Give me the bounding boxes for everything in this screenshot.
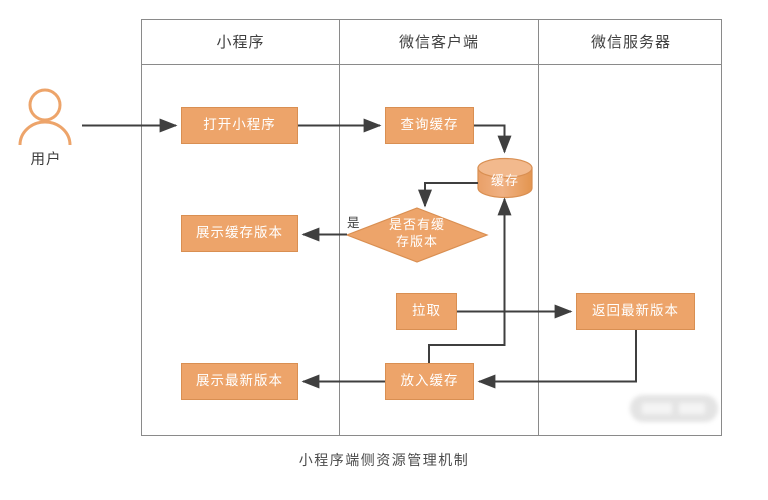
edge-label-yes: 是: [347, 215, 361, 230]
edge-putcache-to-cache: [428, 197, 512, 363]
watermark-block-a: [642, 403, 672, 414]
edge-return-to-putcache: [477, 330, 637, 389]
lane-header-miniprogram: 小程序: [216, 33, 265, 51]
edge-query-to-cache: [474, 124, 512, 154]
node-pull[interactable]: 拉取: [396, 293, 457, 330]
swimlane-table: 小程序 微信客户端 微信服务器: [141, 19, 722, 436]
node-show-latest-version[interactable]: 展示最新版本: [181, 363, 298, 400]
cache-datastore-shape: [477, 157, 533, 199]
decision-has-cached-version-shape: [345, 207, 489, 263]
diagram-caption: 小程序端侧资源管理机制: [298, 453, 470, 469]
node-show-cached-version[interactable]: 展示缓存版本: [181, 215, 298, 252]
lane-divider-1: [339, 20, 340, 435]
user-icon: [18, 88, 72, 146]
lane-header-wechat-client: 微信客户端: [398, 33, 479, 51]
node-open-miniprogram[interactable]: 打开小程序: [181, 107, 298, 144]
watermark-block-b: [679, 403, 705, 414]
edge-cache-to-decision: [418, 182, 478, 208]
lane-divider-2: [538, 20, 539, 435]
lane-header-rule: [142, 64, 721, 65]
node-query-cache[interactable]: 查询缓存: [385, 107, 474, 144]
lane-header-wechat-server: 微信服务器: [590, 33, 671, 51]
node-return-latest-version[interactable]: 返回最新版本: [576, 293, 695, 330]
redacted-watermark: [630, 395, 718, 422]
actor-label-user: 用户: [30, 152, 62, 168]
node-put-into-cache[interactable]: 放入缓存: [385, 363, 474, 400]
